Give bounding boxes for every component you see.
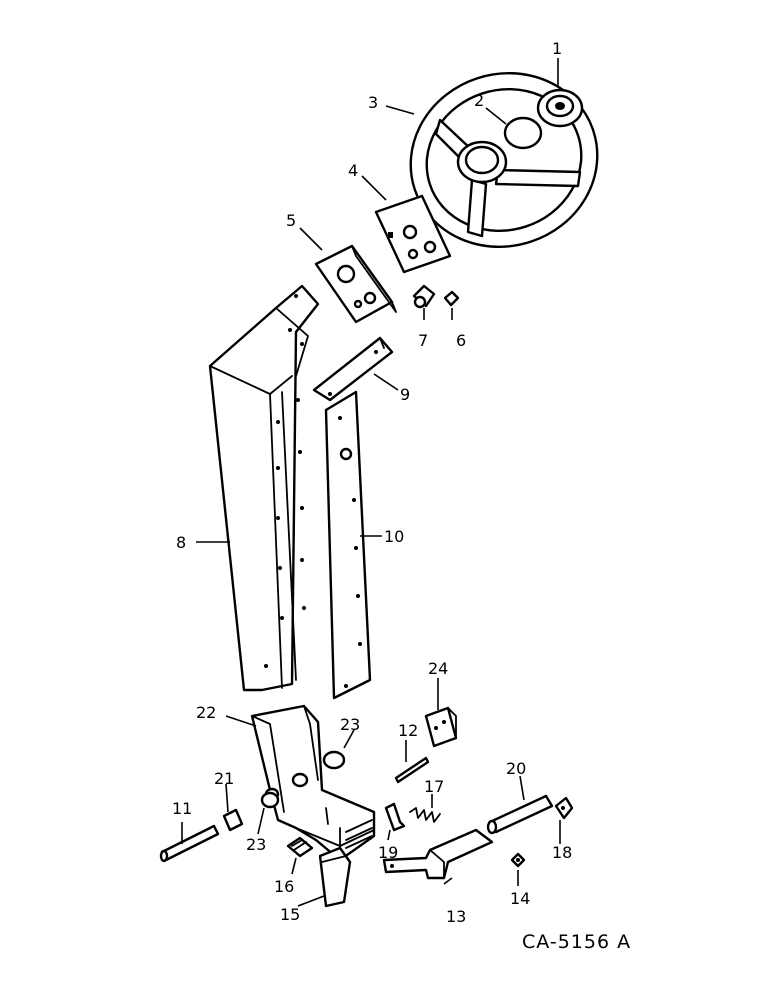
callout-22: 22 xyxy=(196,703,216,722)
callout-21: 21 xyxy=(214,769,234,788)
leader-lines xyxy=(181,58,561,907)
panel-9 xyxy=(312,336,394,402)
callout-16: 16 xyxy=(274,877,294,896)
callout-8: 8 xyxy=(176,533,186,552)
callout-10: 10 xyxy=(384,527,404,546)
pivot-shaft-11 xyxy=(159,824,220,863)
column-bracket xyxy=(314,244,397,324)
bracket-24 xyxy=(424,706,458,748)
bolt-6 xyxy=(443,290,460,307)
bushing-21 xyxy=(222,808,244,832)
cross-shaft-20 xyxy=(486,794,554,835)
callout-24: 24 xyxy=(428,659,448,678)
pedal-arm-13 xyxy=(382,828,494,880)
callout-9: 9 xyxy=(400,385,410,404)
callout-11: 11 xyxy=(172,799,192,818)
callout-19: 19 xyxy=(378,843,398,862)
callout-18: 18 xyxy=(552,843,572,862)
callout-5: 5 xyxy=(286,211,296,230)
wheel-cap xyxy=(536,88,584,128)
switch-7 xyxy=(412,284,436,309)
pin-12 xyxy=(394,756,430,784)
nut-14 xyxy=(510,852,526,868)
clip-18 xyxy=(554,796,574,820)
callout-4: 4 xyxy=(348,161,358,180)
callout-7: 7 xyxy=(418,331,428,350)
callout-6: 6 xyxy=(456,331,466,350)
callout-12: 12 xyxy=(398,721,418,740)
column-side-panel xyxy=(324,390,372,700)
spring-17 xyxy=(409,807,441,823)
callout-15: 15 xyxy=(280,905,300,924)
callout-23-upper: 23 xyxy=(340,715,360,734)
bushing-23-lower xyxy=(260,791,280,809)
pedal-pad-16 xyxy=(286,836,314,858)
column-shroud xyxy=(208,284,320,692)
callout-2: 2 xyxy=(474,91,484,110)
callout-23-lower: 23 xyxy=(246,835,266,854)
callout-1: 1 xyxy=(552,39,562,58)
bracket-19 xyxy=(384,802,406,832)
wheel-ring xyxy=(503,116,543,150)
callout-20: 20 xyxy=(506,759,526,778)
callout-labels: 1 2 3 4 5 6 7 8 9 10 11 12 13 14 15 16 1… xyxy=(172,39,572,926)
bushing-23-upper xyxy=(322,750,346,770)
mounting-plate-upper xyxy=(374,194,452,274)
callout-17: 17 xyxy=(424,777,444,796)
callout-3: 3 xyxy=(368,93,378,112)
brake-pedal-15 xyxy=(318,846,352,908)
callout-13: 13 xyxy=(446,907,466,926)
callout-14: 14 xyxy=(510,889,530,908)
drawing-code: CA-5156 A xyxy=(522,931,631,953)
